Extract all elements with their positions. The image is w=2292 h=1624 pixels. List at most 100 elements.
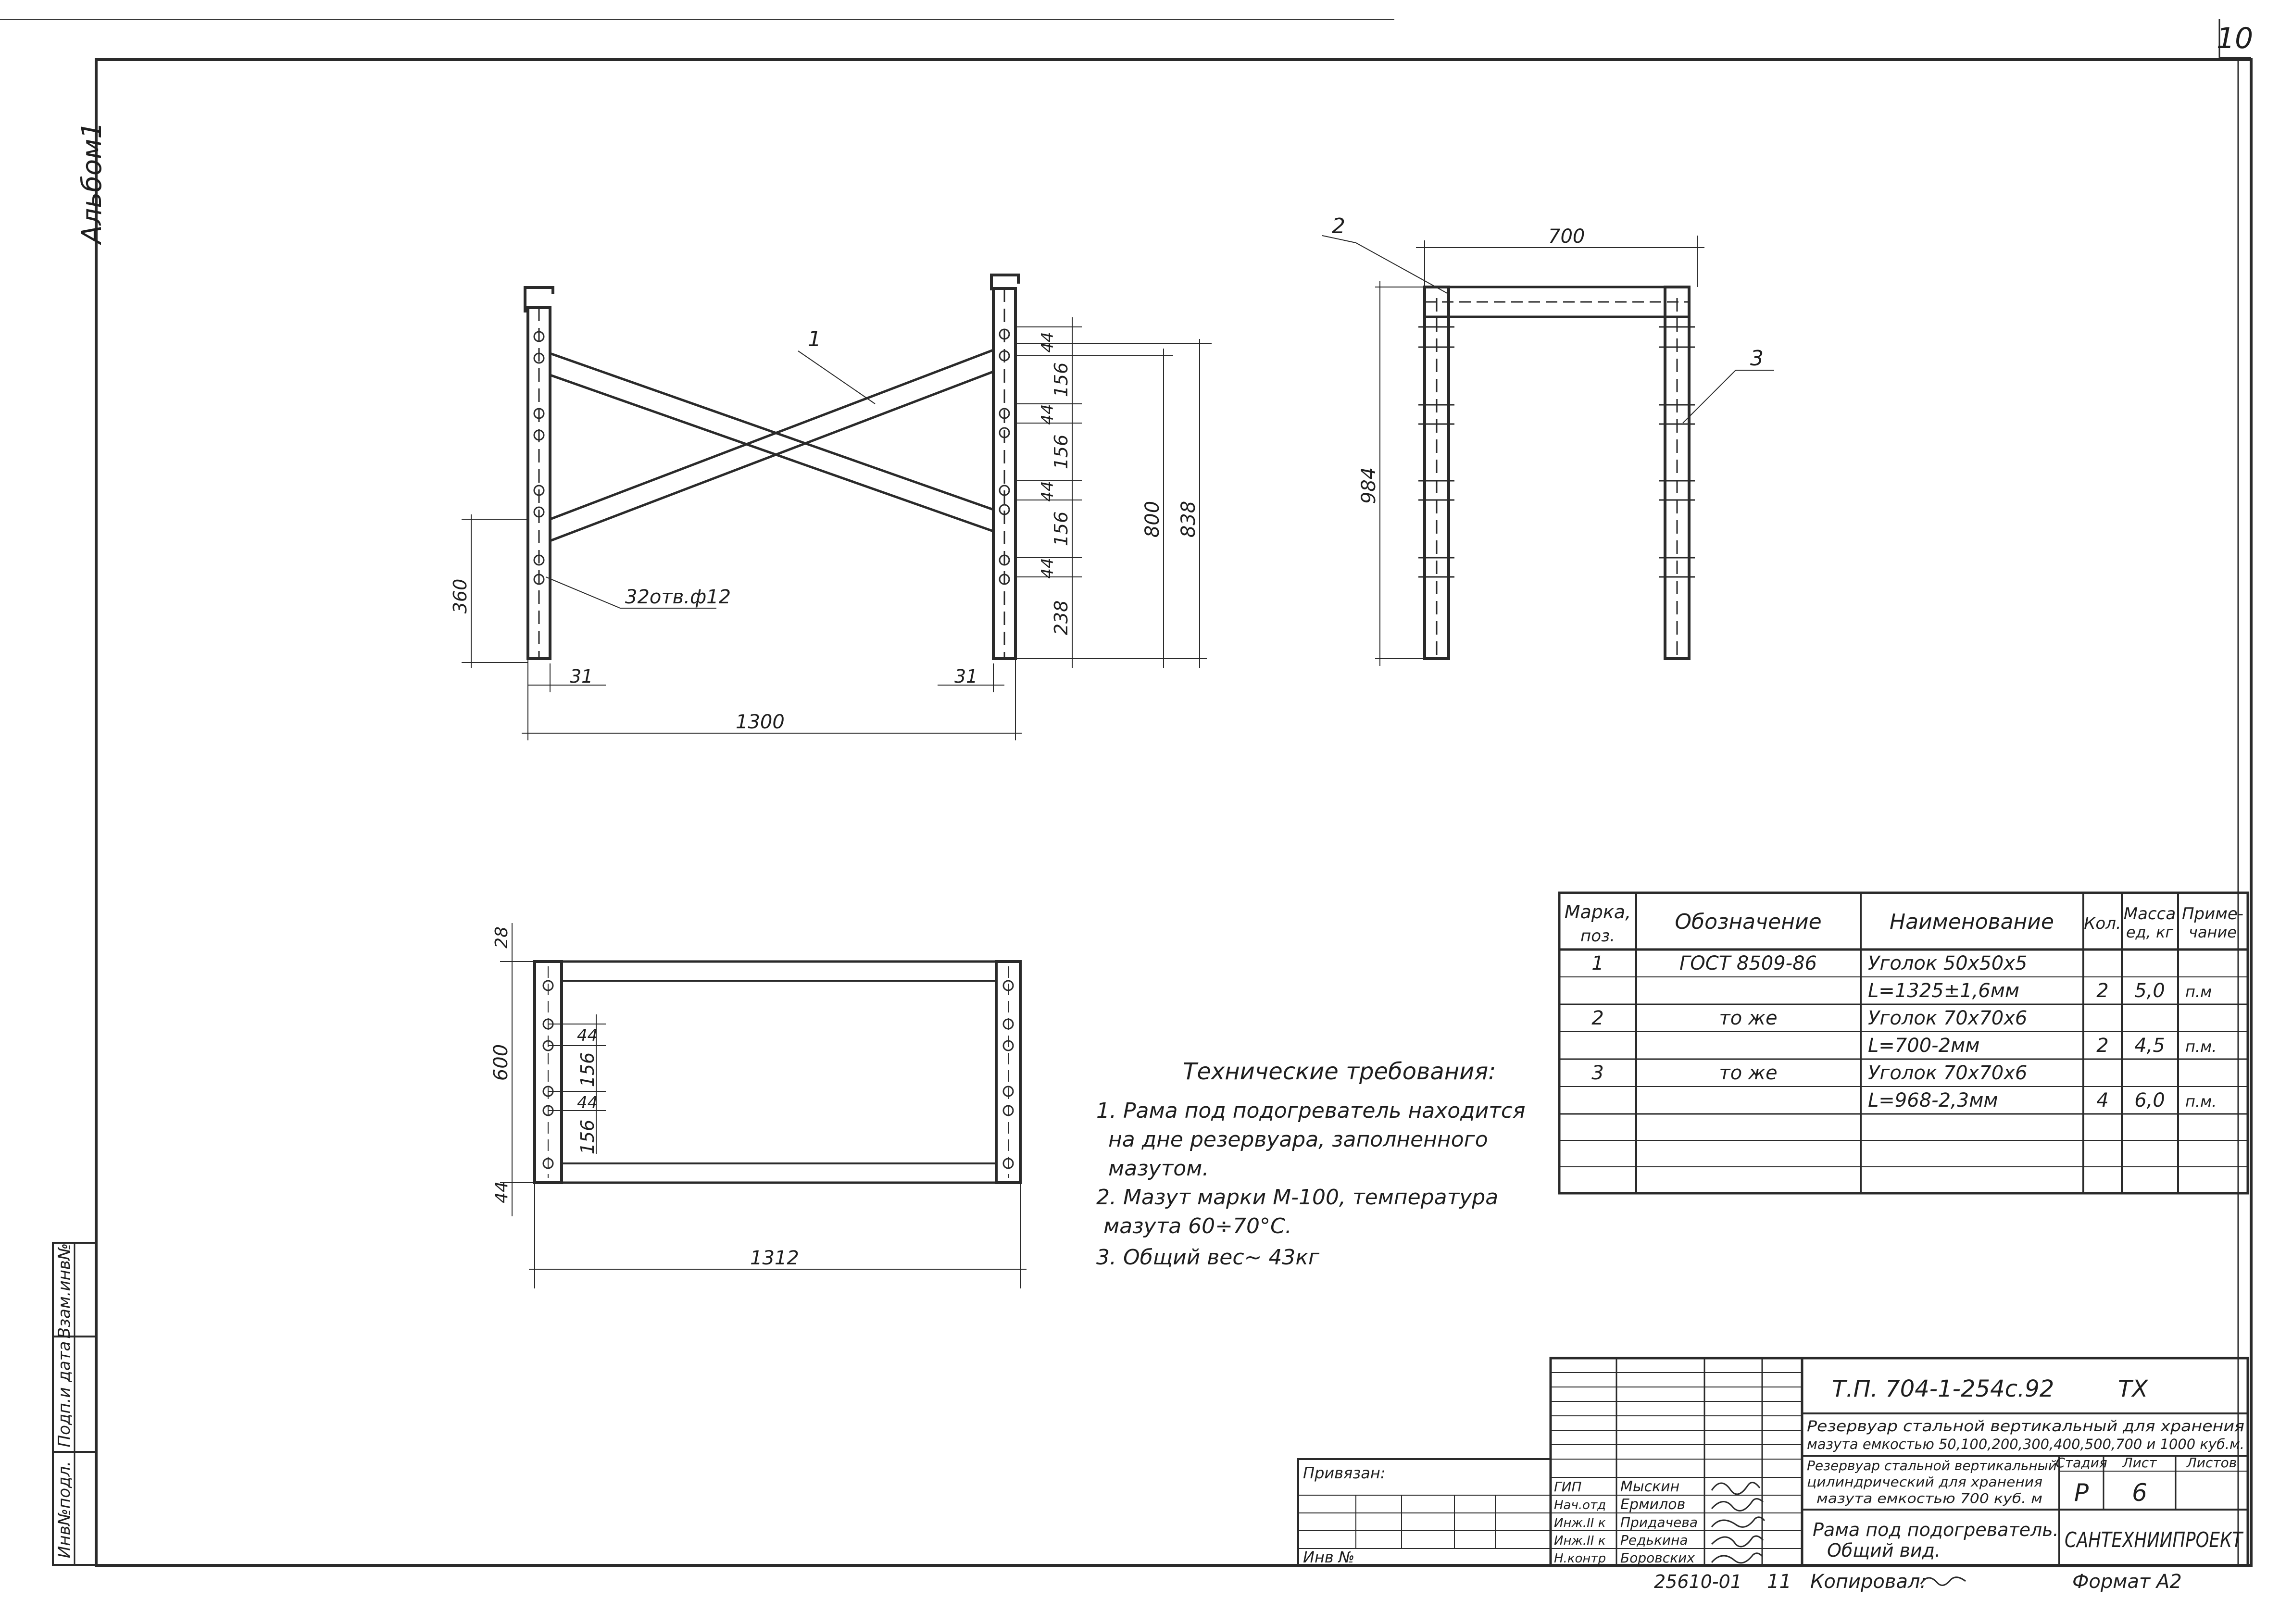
copied-signature bbox=[1920, 1576, 1966, 1586]
stamp-vzam-inv: Взам.инв№ bbox=[55, 1243, 74, 1338]
signer-role: Н.контр bbox=[1554, 1551, 1606, 1566]
th-mark-1: Марка, bbox=[1565, 901, 1631, 923]
dim-156-b: 156 bbox=[1051, 435, 1072, 470]
album-label: Альбом1 bbox=[76, 122, 108, 245]
tb-privyazan: Привязан: bbox=[1303, 1464, 1386, 1482]
th-mass-2: ед, кг bbox=[2126, 923, 2173, 941]
tb-doc-code: Т.П. 704-1-254с.92 bbox=[1832, 1375, 2054, 1402]
side-leader-2: 2 bbox=[1332, 214, 1345, 238]
spec-cell-name: L=968-2,3мм bbox=[1868, 1089, 1998, 1112]
tech-req-line-4: 2. Мазут марки М-100, температура bbox=[1096, 1185, 1498, 1210]
tech-req-line-3: мазутом. bbox=[1108, 1156, 1209, 1181]
sheet-number: 10 bbox=[2217, 22, 2253, 55]
spec-row: L=1325±1,6мм 2 5,0 п.м bbox=[1868, 980, 2212, 1002]
tb-object-title-1: Резервуар стальной вертикальный bbox=[1807, 1458, 2057, 1474]
spec-row: L=700-2мм 2 4,5 п.м. bbox=[1868, 1035, 2217, 1057]
spec-row: 2 то же Уголок 70х70х6 bbox=[1591, 1007, 2027, 1029]
signer-role: Нач.отд bbox=[1554, 1498, 1606, 1512]
tb-drawing-title-1: Рама под подогреватель. bbox=[1813, 1519, 2059, 1540]
spec-table bbox=[1558, 891, 2249, 1195]
tb-signers: ГИП Мыскин Нач.отд Ермилов Инж.II к Прид… bbox=[1554, 1478, 1698, 1566]
spec-cell-designation: ГОСТ 8509-86 bbox=[1679, 952, 1817, 974]
spec-cell-name: Уголок 50х50х5 bbox=[1868, 952, 2027, 974]
signer-name: Боровских bbox=[1620, 1550, 1695, 1566]
tech-req-line-2: на дне резервуара, заполненного bbox=[1108, 1127, 1488, 1152]
spec-cell-mark: 2 bbox=[1591, 1007, 1603, 1029]
plan-dim-156-b: 156 bbox=[577, 1120, 598, 1155]
side-view bbox=[1322, 235, 1774, 666]
th-name: Наименование bbox=[1890, 910, 2054, 934]
tb-bottom-sheet: 11 bbox=[1767, 1571, 1791, 1593]
th-mass-1: Масса bbox=[2124, 904, 2176, 924]
spec-cell-mark: 1 bbox=[1591, 952, 1603, 974]
spec-cell-designation: то же bbox=[1719, 1062, 1777, 1084]
tb-bottom-number: 25610-01 bbox=[1654, 1571, 1742, 1592]
tb-object-title-2: цилиндрический для хранения bbox=[1807, 1474, 2042, 1490]
th-note-2: чание bbox=[2189, 923, 2237, 941]
holes-left-post bbox=[533, 331, 545, 585]
tech-req-title: Технические требования: bbox=[1183, 1058, 1496, 1085]
sheet-frame bbox=[0, 19, 2253, 1567]
spec-cell-qty: 2 bbox=[2096, 1035, 2108, 1057]
plan-dim-156-a: 156 bbox=[577, 1052, 598, 1087]
spec-cell-name: Уголок 70х70х6 bbox=[1868, 1007, 2027, 1029]
plan-dim-44-a: 44 bbox=[577, 1026, 598, 1045]
spec-cell-qty: 4 bbox=[2096, 1089, 2108, 1112]
dim-1300: 1300 bbox=[736, 711, 785, 733]
signer-name: Редькина bbox=[1620, 1532, 1688, 1548]
spec-cell-designation: то же bbox=[1719, 1007, 1777, 1029]
tech-req-line-1: 1. Рама под подогреватель находится bbox=[1096, 1099, 1525, 1123]
dim-31-left: 31 bbox=[570, 666, 593, 687]
dim-44-c: 44 bbox=[1038, 481, 1057, 501]
th-qty: Кол. bbox=[2084, 914, 2121, 933]
holes-right-post bbox=[999, 328, 1010, 585]
signer-role: Инж.II к bbox=[1554, 1534, 1606, 1548]
tb-copied: Копировал: bbox=[1810, 1571, 1927, 1593]
tb-sheet-header: Лист bbox=[2122, 1455, 2157, 1471]
tb-object-title-3: мазута емкостью 700 куб. м bbox=[1816, 1490, 2042, 1506]
tb-format: Формат А2 bbox=[2072, 1571, 2182, 1593]
spec-cell-qty: 2 bbox=[2096, 980, 2108, 1002]
spec-cell-name: L=1325±1,6мм bbox=[1868, 980, 2019, 1002]
dim-44-b: 44 bbox=[1038, 404, 1057, 425]
dim-156-c: 156 bbox=[1051, 512, 1072, 547]
signer-name: Ермилов bbox=[1620, 1496, 1685, 1513]
dim-238: 238 bbox=[1051, 600, 1072, 636]
th-designation: Обозначение bbox=[1675, 910, 1821, 934]
dim-44-top: 44 bbox=[1038, 332, 1057, 352]
dim-31-right: 31 bbox=[954, 666, 977, 687]
plan-dim-44-b: 44 bbox=[577, 1093, 598, 1112]
side-leader-3: 3 bbox=[1750, 346, 1764, 371]
spec-cell-name: L=700-2мм bbox=[1868, 1035, 1979, 1057]
tb-doc-type: ТХ bbox=[2118, 1375, 2148, 1402]
spec-cell-mass: 6,0 bbox=[2134, 1089, 2165, 1112]
holes-note: 32отв.ф12 bbox=[625, 586, 731, 608]
tb-project-title-1: Резервуар стальной вертикальный для хран… bbox=[1807, 1418, 2244, 1435]
spec-row: 1 ГОСТ 8509-86 Уголок 50х50х5 bbox=[1591, 952, 2027, 974]
spec-cell-note: п.м. bbox=[2185, 1037, 2217, 1056]
tb-stage-header: Стадия bbox=[2055, 1455, 2107, 1471]
spec-cell-mass: 5,0 bbox=[2134, 980, 2165, 1002]
front-dimension-lines bbox=[462, 317, 1212, 740]
side-stamp bbox=[52, 1242, 97, 1566]
signer-role: ГИП bbox=[1554, 1479, 1582, 1495]
tech-req-line-5: мазута 60÷70°С. bbox=[1103, 1214, 1292, 1238]
spec-cell-mass: 4,5 bbox=[2134, 1035, 2165, 1057]
plan-dim-600: 600 bbox=[490, 1044, 512, 1081]
dim-984: 984 bbox=[1358, 467, 1380, 504]
tb-organization: САНТЕХНИИПРОЕКТ bbox=[2065, 1528, 2244, 1552]
plan-dim-28: 28 bbox=[492, 926, 512, 949]
plan-dim-1312: 1312 bbox=[750, 1247, 799, 1269]
plan-dim-44-bottom: 44 bbox=[492, 1181, 512, 1203]
title-block bbox=[1297, 1357, 2249, 1567]
tech-requirements: Технические требования: 1. Рама под подо… bbox=[1096, 1058, 1525, 1270]
dim-360: 360 bbox=[450, 579, 471, 614]
front-leader-1: 1 bbox=[808, 327, 821, 351]
signatures bbox=[1711, 1482, 1766, 1564]
tb-project-title-2: мазута емкостью 50,100,200,300,400,500,7… bbox=[1807, 1436, 2244, 1452]
spec-cell-mark: 3 bbox=[1591, 1062, 1603, 1084]
spec-cell-note: п.м bbox=[2185, 983, 2212, 1001]
